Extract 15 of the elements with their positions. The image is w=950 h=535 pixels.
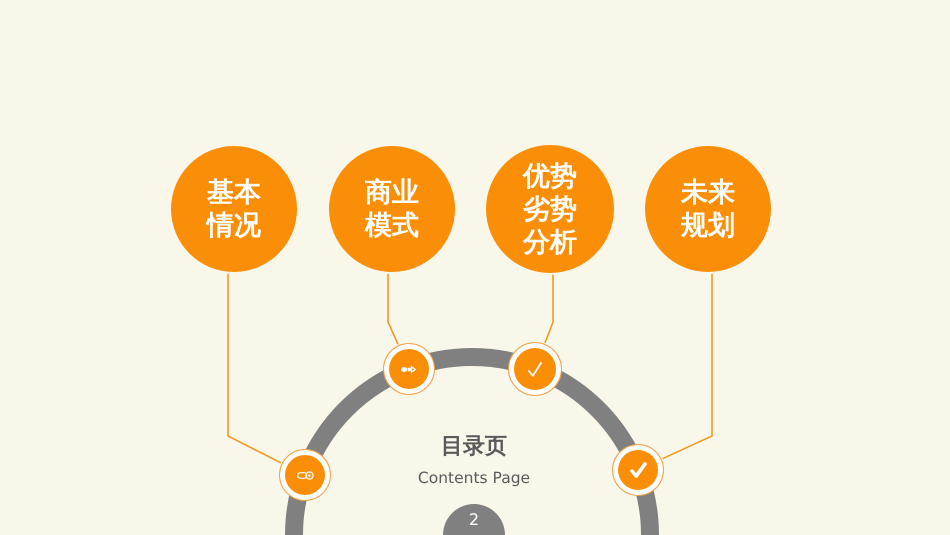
page-number: 2	[468, 511, 480, 529]
subheading: Contents Page	[418, 468, 530, 488]
leader-line	[544, 274, 554, 344]
topic-label: 未来规划	[680, 176, 736, 242]
icon-circle	[279, 449, 331, 501]
icon-circle	[508, 342, 562, 396]
leader-line	[227, 274, 282, 464]
leader-line	[387, 274, 399, 345]
topic-label: 商业模式	[364, 176, 420, 242]
icon-circle	[612, 444, 664, 496]
topic-label: 基本情况	[206, 176, 262, 242]
icon-circle	[383, 343, 435, 395]
heading: 目录页	[441, 433, 507, 461]
leader-line	[662, 274, 713, 460]
topic-label: 优势劣势分析	[522, 160, 578, 258]
